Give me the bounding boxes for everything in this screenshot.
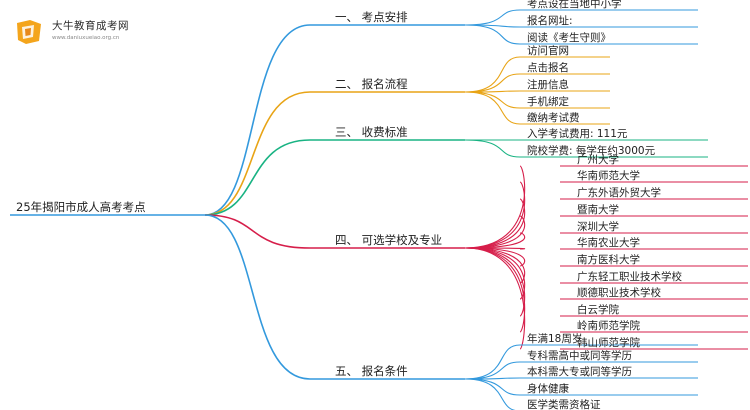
section-label: 三、 收费标准 xyxy=(335,125,408,139)
site-logo[interactable]: 大牛教育成考网 www.daniuxueiao.org.cn xyxy=(14,16,132,50)
leaf-label: 南方医科大学 xyxy=(577,253,640,266)
leaf-label: 华南师范大学 xyxy=(577,169,640,182)
leaf-label: 年满18周岁 xyxy=(527,332,582,345)
logo-subtitle: www.daniuxueiao.org.cn xyxy=(52,35,120,41)
leaf-label: 考点设在当地中小学 xyxy=(527,0,622,10)
leaf-label: 注册信息 xyxy=(527,78,569,91)
logo-title: 大牛教育成考网 xyxy=(52,20,129,32)
leaf-connector xyxy=(464,56,521,93)
root-label: 25年揭阳市成人高考考点 xyxy=(16,200,146,214)
leaf-label: 华南农业大学 xyxy=(577,236,640,249)
branch-connector xyxy=(204,214,311,249)
leaf-label: 缴纳考试费 xyxy=(527,111,580,124)
leaf-label: 白云学院 xyxy=(577,303,619,316)
leaf-connector xyxy=(464,198,526,249)
leaf-label: 广东轻工职业技术学校 xyxy=(577,270,682,283)
leaf-label: 医学类需资格证 xyxy=(527,398,601,410)
leaf-connector xyxy=(464,91,521,125)
branch-connector xyxy=(204,214,311,380)
leaf-label: 顺德职业技术学校 xyxy=(577,286,661,299)
leaf-label: 阅读《考生守则》 xyxy=(527,31,611,44)
leaf-connector xyxy=(464,247,526,333)
leaf-connector xyxy=(464,215,526,249)
logo-badge-icon xyxy=(17,20,41,44)
leaf-connector xyxy=(464,24,521,45)
leaf-label: 院校学费: 每学年约3000元 xyxy=(527,144,656,157)
section-label: 四、 可选学校及专业 xyxy=(335,233,442,247)
leaf-label: 深圳大学 xyxy=(577,220,619,233)
leaf-label: 入学考试费用: 111元 xyxy=(527,127,628,140)
leaf-label: 报名网址: xyxy=(527,14,573,27)
leaf-label: 广东外语外贸大学 xyxy=(577,186,661,199)
branch-connector xyxy=(204,24,311,216)
leaf-label: 韩山师范学院 xyxy=(577,336,640,349)
leaf-label: 专科需高中或同等学历 xyxy=(527,349,632,362)
section-label: 五、 报名条件 xyxy=(335,364,408,378)
leaf-label: 岭南师范学院 xyxy=(577,319,640,332)
leaf-label: 本科需大专或同等学历 xyxy=(527,365,632,378)
section-label: 一、 考点安排 xyxy=(335,10,408,24)
mindmap-connectors xyxy=(10,9,748,410)
leaf-connector xyxy=(464,73,521,93)
leaf-connector xyxy=(464,165,526,249)
branch-connector xyxy=(204,139,311,216)
branch-connector xyxy=(204,91,311,216)
leaf-connector xyxy=(464,139,521,158)
leaf-label: 暨南大学 xyxy=(577,203,619,216)
leaf-label: 点击报名 xyxy=(527,61,569,74)
leaf-label: 广州大学 xyxy=(577,153,619,166)
leaf-connector xyxy=(464,9,521,26)
section-label: 二、 报名流程 xyxy=(335,77,408,91)
leaf-label: 访问官网 xyxy=(527,44,569,57)
leaf-connector xyxy=(464,344,521,380)
leaf-label: 手机绑定 xyxy=(527,95,569,108)
leaf-connector xyxy=(464,181,526,249)
leaf-label: 身体健康 xyxy=(527,382,569,395)
